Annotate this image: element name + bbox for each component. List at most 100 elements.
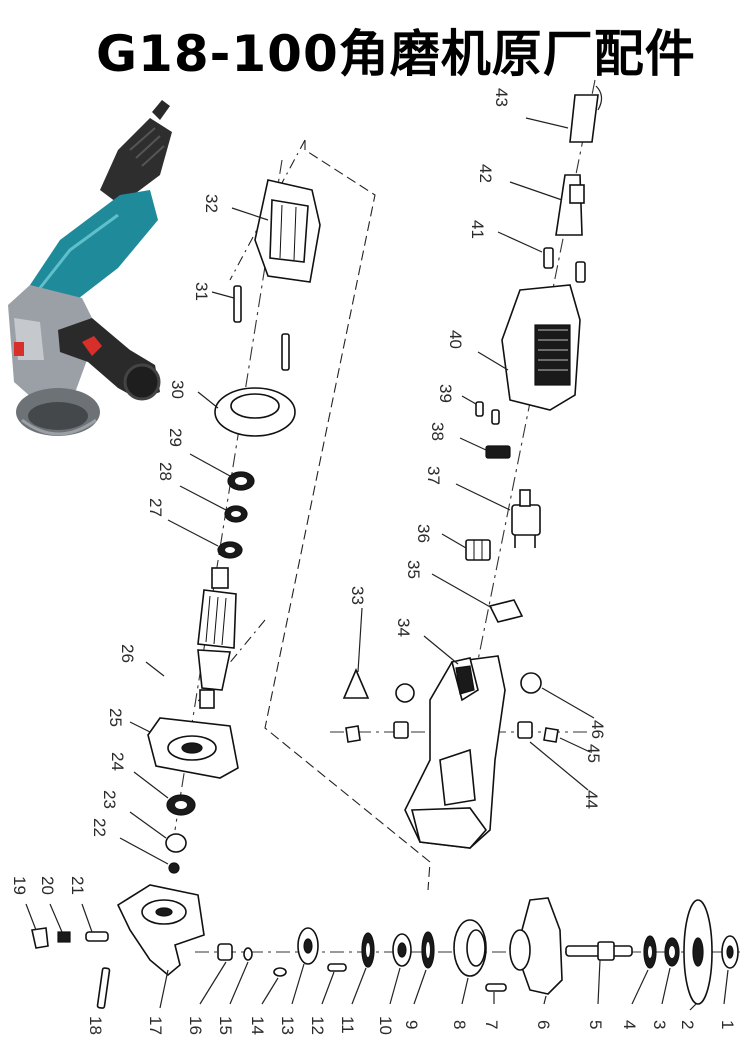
part-25-bearing-plate	[129, 717, 239, 779]
part-number-43: 43	[492, 88, 511, 107]
part-number-42: 42	[476, 164, 495, 183]
part-number-32: 32	[202, 194, 221, 213]
part-number-18: 18	[86, 1016, 105, 1035]
part-31-screws	[211, 285, 290, 371]
part-14-key	[273, 967, 287, 977]
part-number-28: 28	[156, 462, 175, 481]
tool-head	[8, 285, 98, 405]
part-number-36: 36	[414, 524, 433, 543]
part-number-1: 1	[718, 1020, 737, 1029]
part-42-cable-clamp	[509, 174, 585, 236]
part-number-40: 40	[446, 330, 465, 349]
part-35-switch-button	[431, 573, 524, 623]
part-7-pin	[485, 983, 507, 992]
part-37-switch	[455, 483, 541, 548]
part-number-29: 29	[166, 428, 185, 447]
brush-holders	[345, 683, 559, 743]
part-number-8: 8	[450, 1020, 469, 1029]
part-number-25: 25	[106, 708, 125, 727]
part-number-7: 7	[482, 1020, 501, 1029]
part-34-motor-housing	[404, 635, 506, 849]
tool-switch	[14, 342, 24, 356]
part-number-12: 12	[308, 1016, 327, 1035]
part-number-13: 13	[278, 1016, 297, 1035]
part-6-wheel-guard	[509, 897, 563, 995]
tool-body	[30, 190, 158, 305]
part-number-21: 21	[68, 876, 87, 895]
part-number-15: 15	[216, 1016, 235, 1035]
part-number-4: 4	[620, 1020, 639, 1029]
part-number-44: 44	[582, 790, 601, 809]
part-20-spring	[49, 903, 71, 943]
part-8-bearing-cover	[453, 919, 487, 977]
part-46-brush-cap	[520, 672, 595, 719]
part-18-screw	[96, 967, 111, 1009]
part-number-2: 2	[678, 1020, 697, 1029]
armature-axis	[174, 159, 283, 831]
part-45-leader	[559, 737, 591, 753]
bottom-leaders	[199, 959, 729, 1011]
angle-grinder-photo	[8, 100, 172, 436]
part-number-3: 3	[650, 1020, 669, 1029]
part-number-19: 19	[10, 876, 29, 895]
part-44-leader	[529, 741, 589, 791]
part-number-6: 6	[534, 1020, 553, 1029]
part-26-armature	[145, 567, 237, 709]
part-number-41: 41	[468, 220, 487, 239]
part-number-9: 9	[402, 1020, 421, 1029]
part-10-bearing	[392, 933, 412, 967]
part-32-stator	[231, 179, 321, 283]
part-11-washer	[361, 932, 375, 968]
part-number-37: 37	[424, 466, 443, 485]
part-28-bearing	[179, 485, 248, 523]
part-5-spindle	[565, 941, 633, 961]
part-number-16: 16	[186, 1016, 205, 1035]
part-21-lock-pin	[81, 903, 109, 942]
part-number-45: 45	[584, 744, 603, 763]
part-number-33: 33	[348, 586, 367, 605]
part-41-screws	[497, 231, 586, 283]
part-15-circlip	[243, 947, 253, 961]
part-number-39: 39	[436, 384, 455, 403]
part-2-grinding-disc	[683, 899, 713, 1005]
part-number-38: 38	[428, 422, 447, 441]
part-number-24: 24	[108, 752, 127, 771]
part-13-gear	[297, 927, 319, 965]
page-title: G18-100角磨机原厂配件	[96, 25, 696, 83]
part-number-14: 14	[248, 1016, 267, 1035]
part-1-outer-nut	[721, 935, 739, 969]
part-3-inner-flange	[664, 937, 680, 967]
part-27-washer	[167, 519, 243, 559]
part-4-washer	[643, 935, 657, 969]
part-36-connector	[441, 533, 491, 561]
part-29-bearing	[189, 453, 255, 491]
part-number-26: 26	[118, 644, 137, 663]
part-38-clip	[459, 437, 511, 459]
part-number-17: 17	[146, 1016, 165, 1035]
part-43-cable-sleeve	[525, 85, 603, 143]
part-number-10: 10	[376, 1016, 395, 1035]
part-12-screw	[327, 963, 347, 972]
part-number-11: 11	[338, 1016, 357, 1034]
part-16-bearing	[217, 943, 233, 961]
part-17-gear-housing	[116, 884, 205, 1009]
part-number-31: 31	[192, 282, 211, 301]
part-22-nut	[119, 837, 180, 874]
part-30-baffle	[197, 387, 296, 437]
part-number-34: 34	[394, 618, 413, 637]
part-number-35: 35	[404, 560, 423, 579]
part-number-27: 27	[146, 498, 165, 517]
part-number-46: 46	[588, 720, 607, 739]
part-9-circlip	[421, 931, 435, 969]
part-number-5: 5	[586, 1020, 605, 1029]
part-number-20: 20	[38, 876, 57, 895]
part-number-30: 30	[168, 380, 187, 399]
part-19-lock-button	[25, 903, 49, 949]
part-33-label	[342, 607, 370, 699]
part-39-screws	[461, 395, 500, 425]
part-number-23: 23	[100, 790, 119, 809]
part-24-bearing	[133, 771, 196, 816]
part-number-22: 22	[90, 818, 109, 837]
part-40-rear-housing	[477, 284, 581, 411]
